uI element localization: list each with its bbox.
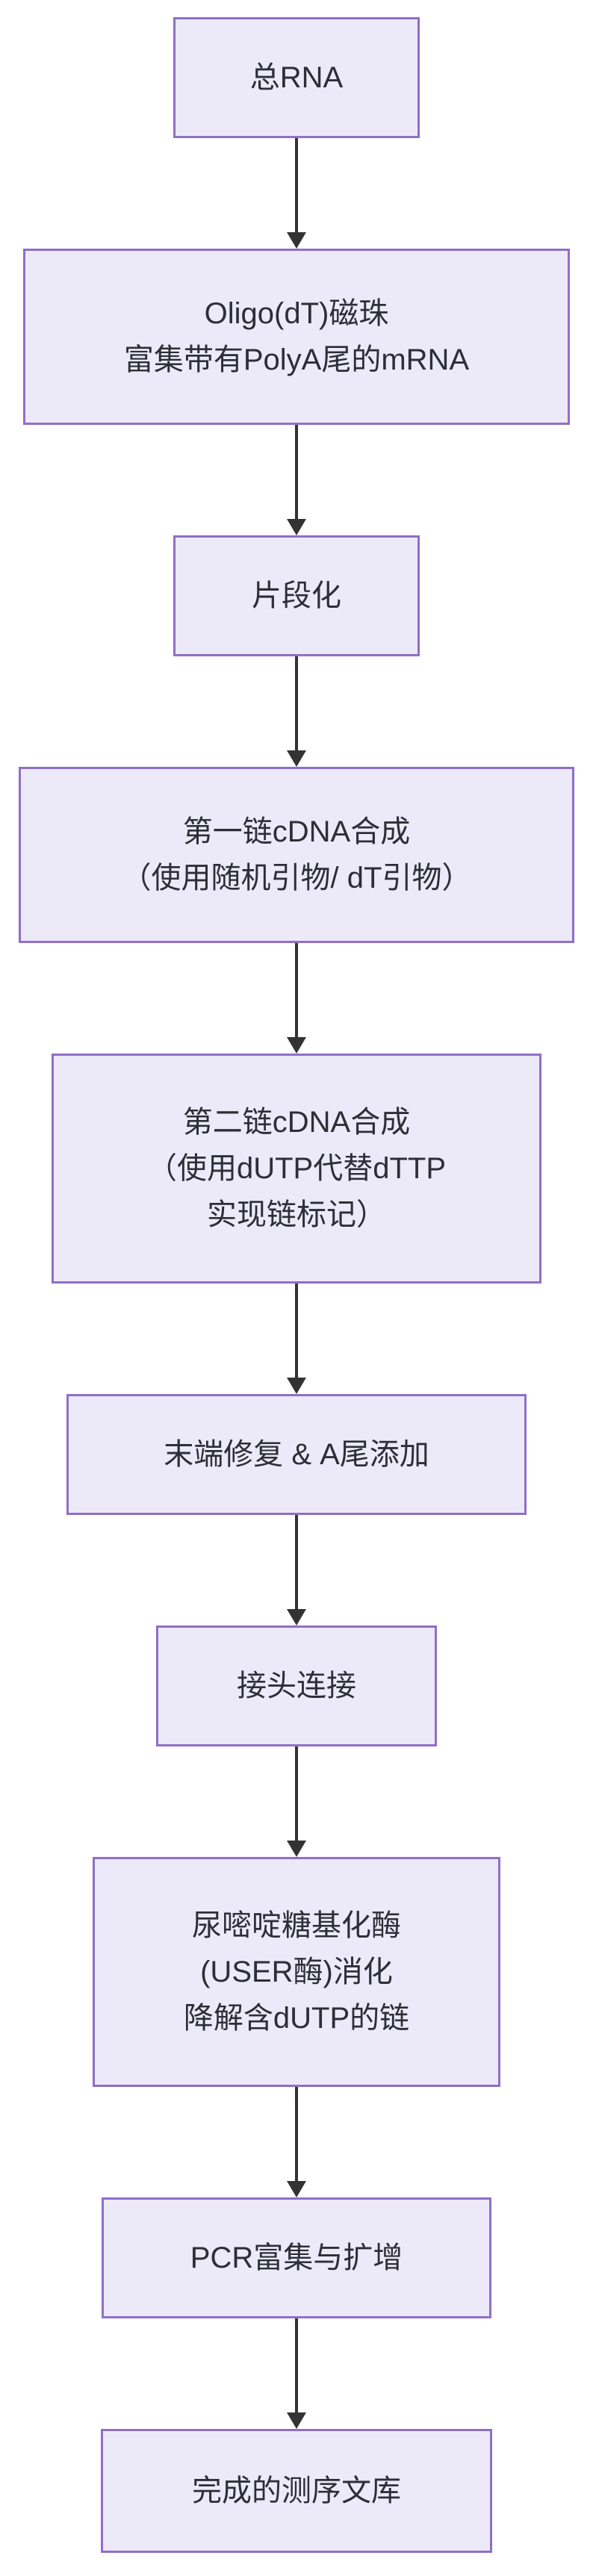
arrow-shaft xyxy=(295,943,298,1037)
node-line: PCR富集与扩增 xyxy=(190,2241,403,2274)
node-line: 富集带有PolyA尾的mRNA xyxy=(123,343,470,376)
node-line: 降解含dUTP的链 xyxy=(183,2002,410,2035)
node-line: 接头连接 xyxy=(237,1670,356,1702)
arrowhead-down-icon xyxy=(287,1841,306,1857)
arrowhead-down-icon xyxy=(287,2412,306,2429)
node-line: 实现链标记） xyxy=(207,1198,386,1231)
flow-node-first-strand-cdna: 第一链cDNA合成 （使用随机引物/ dT引物） xyxy=(19,767,574,943)
flow-arrow xyxy=(287,2087,306,2197)
flow-node-adapter-ligation: 接头连接 xyxy=(156,1625,437,1746)
arrow-shaft xyxy=(295,656,298,750)
node-line: 末端修复 & A尾添加 xyxy=(164,1438,429,1471)
arrow-shaft xyxy=(295,2087,298,2181)
flow-arrow xyxy=(287,656,306,767)
arrowhead-down-icon xyxy=(287,519,306,535)
node-line: (USER酶)消化 xyxy=(200,1956,393,1988)
flow-node-second-strand-cdna: 第二链cDNA合成 （使用dUTP代替dTTP 实现链标记） xyxy=(52,1054,541,1284)
arrow-shaft xyxy=(295,1515,298,1609)
flow-node-end-repair-a-tailing: 末端修复 & A尾添加 xyxy=(66,1394,527,1515)
arrow-shaft xyxy=(295,1746,298,1841)
flow-node-final-library: 完成的测序文库 xyxy=(101,2429,492,2553)
flow-node-fragmentation: 片段化 xyxy=(173,535,420,656)
node-line: 尿嘧啶糖基化酶 xyxy=(192,1909,401,1942)
arrowhead-down-icon xyxy=(287,1609,306,1625)
flow-arrow xyxy=(287,138,306,249)
flow-node-total-rna: 总RNA xyxy=(173,17,420,138)
node-line: 第二链cDNA合成 xyxy=(182,1106,411,1139)
arrowhead-down-icon xyxy=(287,1378,306,1394)
flow-arrow xyxy=(287,1284,306,1394)
node-line: 第一链cDNA合成 xyxy=(182,815,411,848)
node-line: （使用dUTP代替dTTP xyxy=(146,1152,447,1185)
arrow-shaft xyxy=(295,138,298,232)
arrow-shaft xyxy=(295,2318,298,2412)
node-line: 总RNA xyxy=(249,61,344,94)
flow-arrow xyxy=(287,1746,306,1857)
flow-node-pcr-amplification: PCR富集与扩增 xyxy=(102,2197,491,2318)
arrowhead-down-icon xyxy=(287,750,306,767)
node-line: 完成的测序文库 xyxy=(192,2474,401,2507)
flow-arrow xyxy=(287,1515,306,1625)
flow-node-user-enzyme-digestion: 尿嘧啶糖基化酶 (USER酶)消化 降解含dUTP的链 xyxy=(93,1857,500,2087)
arrow-shaft xyxy=(295,425,298,519)
arrowhead-down-icon xyxy=(287,1037,306,1054)
node-line: 片段化 xyxy=(252,579,341,612)
arrowhead-down-icon xyxy=(287,2181,306,2197)
node-line: Oligo(dT)磁珠 xyxy=(204,297,389,330)
flow-arrow xyxy=(287,425,306,535)
node-line: （使用随机引物/ dT引物） xyxy=(121,862,472,895)
arrow-shaft xyxy=(295,1284,298,1378)
flow-node-polya-enrichment: Oligo(dT)磁珠 富集带有PolyA尾的mRNA xyxy=(23,249,570,425)
arrowhead-down-icon xyxy=(287,232,306,249)
flow-arrow xyxy=(287,2318,306,2429)
flow-arrow xyxy=(287,943,306,1054)
